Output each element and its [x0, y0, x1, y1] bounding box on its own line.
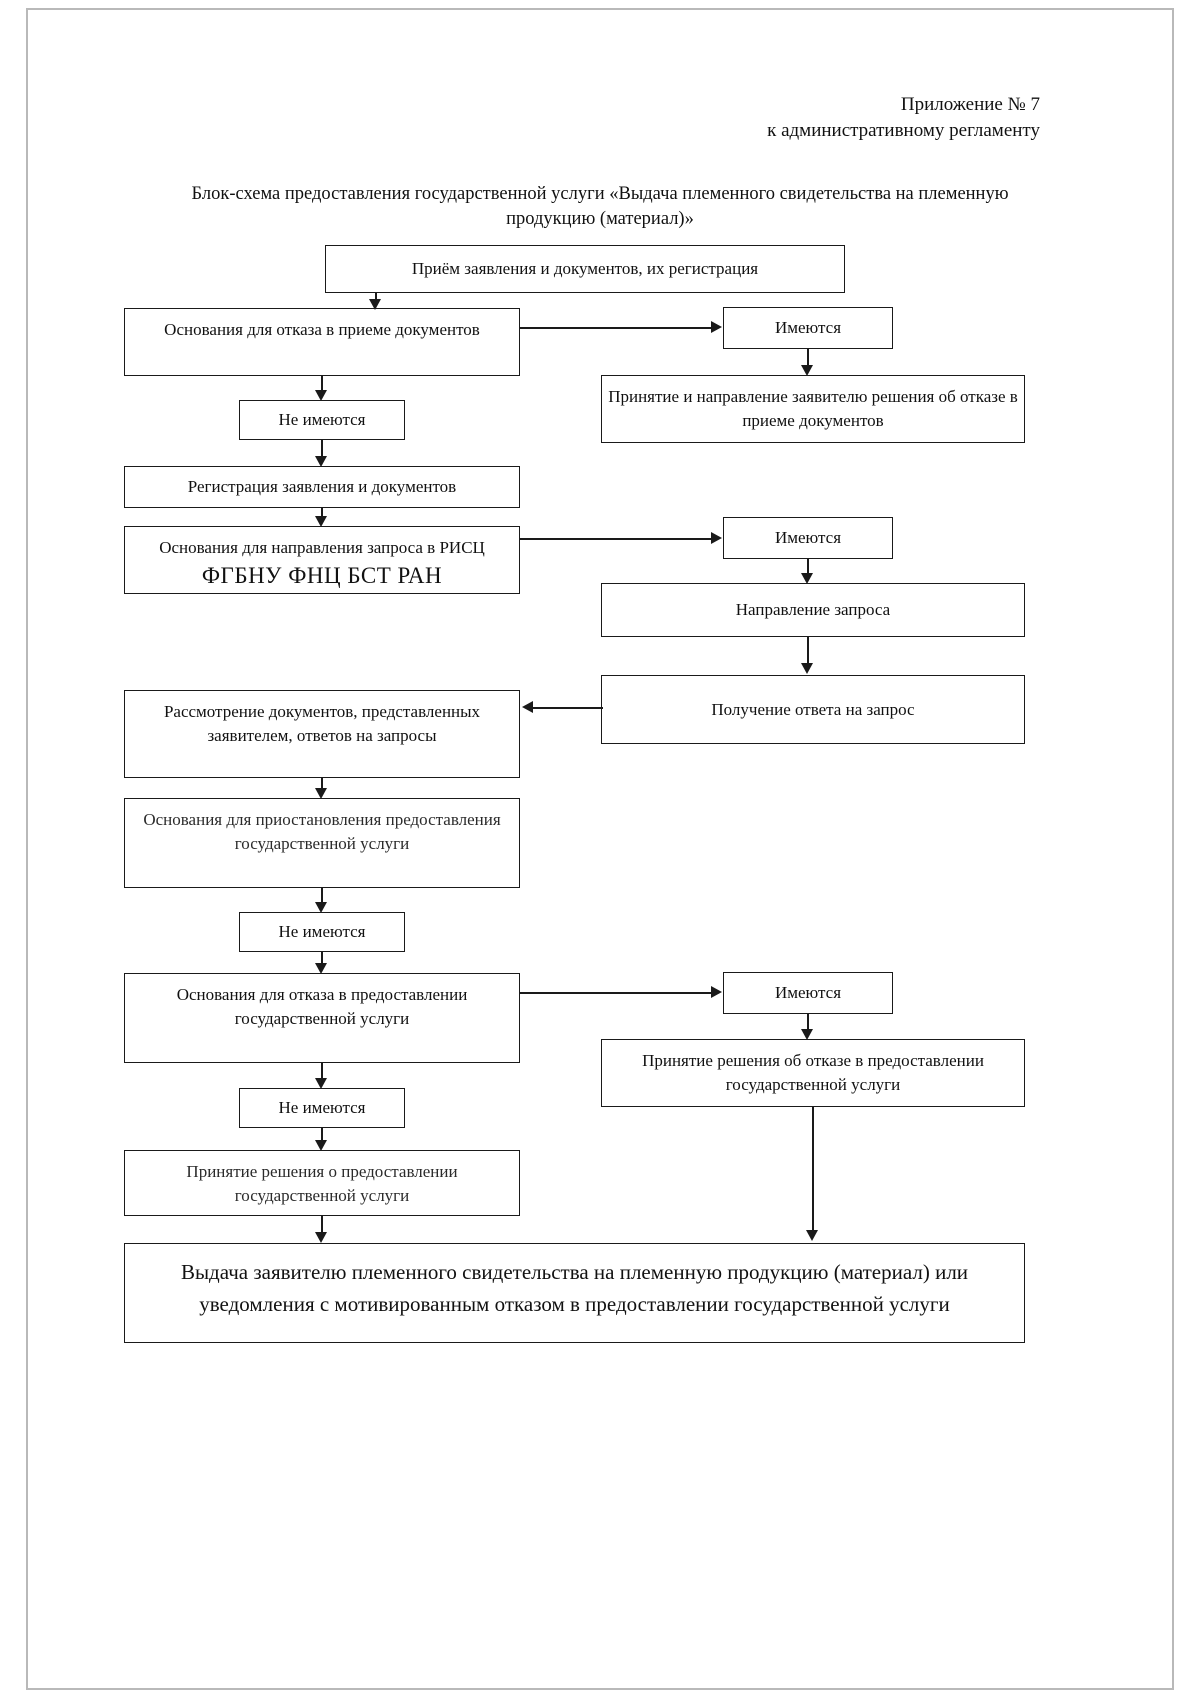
appendix-reference: к административному регламенту [767, 120, 1040, 141]
edge-suspend-grounds-to-no [321, 888, 323, 904]
page-border-left [26, 8, 28, 1690]
flow-node-label: Регистрация заявления и документов [187, 477, 457, 496]
flow-node-label: Основания для отказа в предоставлении го… [176, 985, 468, 1028]
edge-risc-to-yes [520, 538, 712, 540]
edge-risc-yes-to-send-request [807, 559, 809, 577]
edge-receive-answer-to-review-docs [533, 707, 603, 709]
arrowhead-down [800, 365, 813, 376]
arrowhead-down [314, 1078, 327, 1089]
edge-grant-decision-to-final [321, 1216, 323, 1233]
edge-refusal-grounds-to-no [321, 376, 323, 392]
edge-refusal-no-to-registration [321, 440, 323, 458]
flow-node-refusal-no: Не имеются [239, 400, 405, 440]
flow-node-label: Выдача заявителю племенного свидетельств… [180, 1260, 969, 1316]
flow-node-label: Основания для отказа в приеме документов [164, 320, 480, 339]
arrowhead-down [800, 663, 813, 674]
flow-node-label: Основания для приостановления предоставл… [143, 810, 501, 853]
arrowhead-down [314, 1140, 327, 1151]
arrowhead-right [711, 532, 722, 544]
edge-service-refusal-grounds-to-yes [520, 992, 712, 994]
appendix-number: Приложение № 7 [900, 94, 1040, 115]
flow-node-service-refusal-grounds: Основания для отказа в предоставлении го… [124, 973, 520, 1063]
edge-service-refusal-no-to-grant-decision [321, 1128, 323, 1142]
edge-refusal-yes-to-decision [807, 349, 809, 367]
flow-node-label: Получение ответа на запрос [711, 699, 915, 719]
arrowhead-right [711, 986, 722, 998]
flow-node-label: Имеются [774, 318, 842, 337]
edge-suspend-no-to-service-refusal-grounds [321, 952, 323, 966]
arrowhead-left [522, 701, 533, 713]
flow-node-refusal-grounds: Основания для отказа в приеме документов [124, 308, 520, 376]
flow-node-service-refusal-decision: Принятие решения об отказе в предоставле… [601, 1039, 1025, 1107]
edge-registration-to-risc [321, 508, 323, 518]
flow-node-refusal-yes: Имеются [723, 307, 893, 349]
page-border-right [1172, 8, 1174, 1690]
flow-node-risc-grounds: Основания для направления запроса в РИСЦ… [124, 526, 520, 594]
flow-node-label: Имеются [774, 528, 842, 547]
flow-node-suspend-no: Не имеются [239, 912, 405, 952]
flow-node-label: Не имеются [278, 410, 366, 429]
page-title: Блок-схема предоставления государственно… [191, 184, 1009, 229]
edge-service-refusal-grounds-to-no [321, 1063, 323, 1079]
flow-node-receive-answer: Получение ответа на запрос [601, 675, 1025, 744]
flow-node-final-issue: Выдача заявителю племенного свидетельств… [124, 1243, 1025, 1343]
flow-node-label: Рассмотрение документов, представленных … [163, 702, 481, 745]
arrowhead-down [314, 1232, 327, 1243]
flow-node-label: Не имеются [278, 1098, 366, 1117]
arrowhead-down [314, 390, 327, 401]
flow-node-risc-yes: Имеются [723, 517, 893, 559]
flow-node-label: Принятие решения об отказе в предоставле… [642, 1051, 984, 1094]
flow-node-label-org: ФГБНУ ФНЦ БСТ РАН [201, 563, 443, 588]
edge-review-docs-to-suspend-grounds [321, 778, 323, 792]
page-border-top [26, 8, 1174, 10]
arrowhead-down [314, 902, 327, 913]
flow-node-label: Не имеются [278, 922, 366, 941]
flow-node-label: Принятие и направление заявителю решения… [608, 387, 1018, 430]
flow-node-refusal-decision: Принятие и направление заявителю решения… [601, 375, 1025, 443]
flow-node-send-request: Направление запроса [601, 583, 1025, 637]
flow-node-label: Основания для направления запроса в РИСЦ [159, 538, 485, 557]
page-border-bottom [26, 1688, 1174, 1690]
edge-service-refusal-yes-to-decision [807, 1014, 809, 1030]
arrowhead-down [314, 516, 327, 527]
flow-node-service-refusal-no: Не имеются [239, 1088, 405, 1128]
edge-service-refusal-decision-to-final [812, 1107, 814, 1231]
flow-node-suspend-grounds: Основания для приостановления предоставл… [124, 798, 520, 888]
flow-node-review-docs: Рассмотрение документов, представленных … [124, 690, 520, 778]
flow-node-registration: Регистрация заявления и документов [124, 466, 520, 508]
edge-refusal-grounds-to-yes [520, 327, 712, 329]
arrowhead-down [368, 299, 381, 310]
flow-node-service-refusal-yes: Имеются [723, 972, 893, 1014]
arrowhead-down [314, 963, 327, 974]
flow-node-grant-decision: Принятие решения о предоставлении госуда… [124, 1150, 520, 1216]
arrowhead-down [800, 573, 813, 584]
arrowhead-down [314, 456, 327, 467]
flow-node-intake: Приём заявления и документов, их регистр… [325, 245, 845, 293]
flow-node-label: Имеются [774, 983, 842, 1002]
arrowhead-down [800, 1029, 813, 1040]
arrowhead-right [711, 321, 722, 333]
flow-node-label: Принятие решения о предоставлении госуда… [186, 1162, 458, 1205]
arrowhead-down [314, 788, 327, 799]
arrowhead-down [805, 1230, 818, 1241]
flow-node-label: Приём заявления и документов, их регистр… [411, 259, 759, 278]
edge-send-request-to-receive-answer [807, 637, 809, 665]
flow-node-label: Направление запроса [735, 600, 891, 619]
